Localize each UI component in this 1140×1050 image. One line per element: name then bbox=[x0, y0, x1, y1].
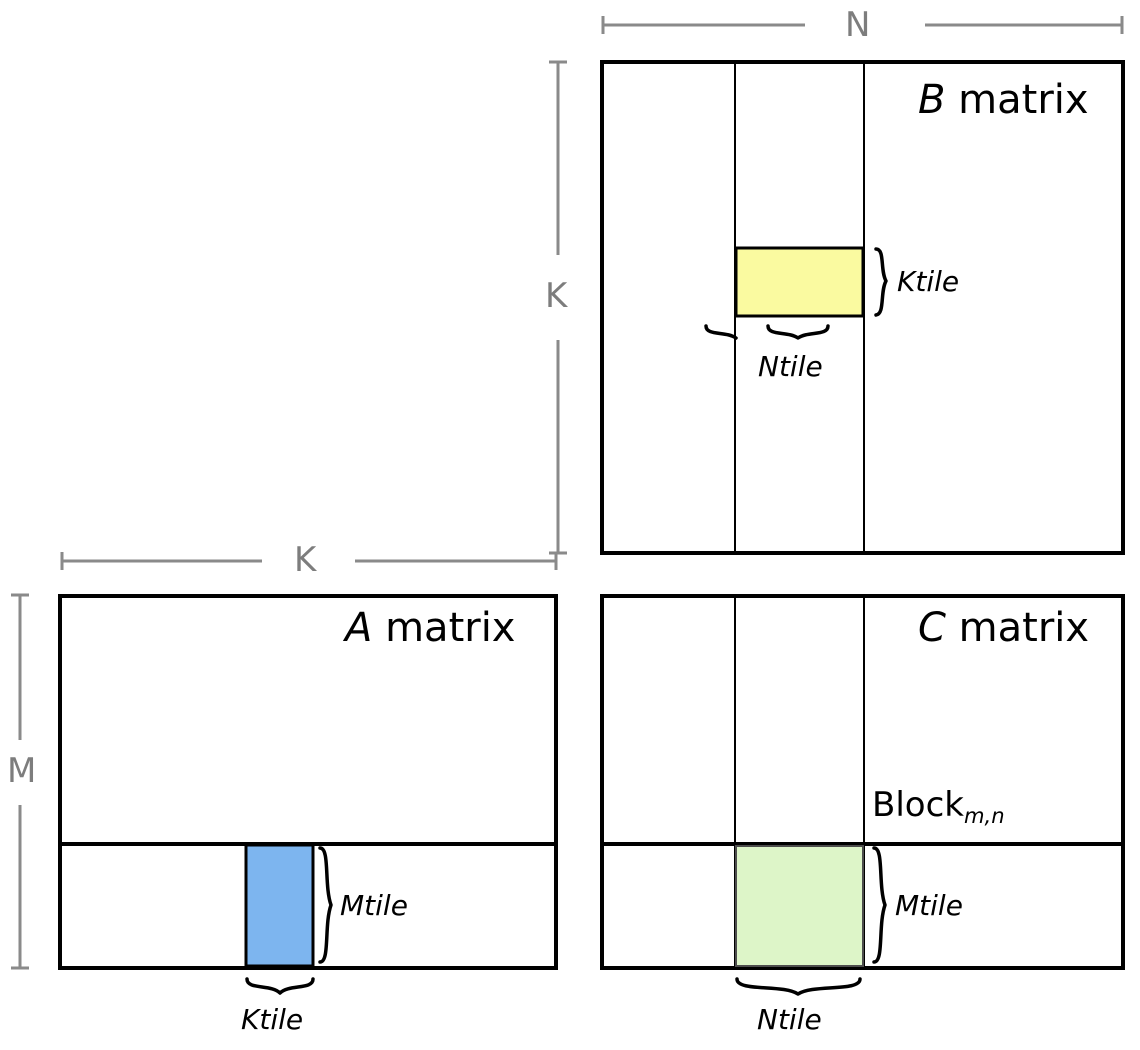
c-mtile-label: Mtile bbox=[895, 889, 963, 922]
a-matrix-title-var: A bbox=[345, 605, 373, 651]
dimension-n bbox=[601, 16, 1124, 34]
dimension-k-vertical bbox=[549, 60, 567, 555]
dimension-m bbox=[11, 593, 29, 970]
c-block-label-subscript: m,n bbox=[963, 802, 1005, 828]
c-matrix-title-var: C bbox=[918, 605, 946, 651]
matrix-c bbox=[600, 594, 1125, 970]
brace-b-ntile bbox=[704, 324, 830, 340]
matrix-a bbox=[58, 594, 558, 970]
c-block-label: Blockm,n bbox=[872, 785, 1005, 826]
b-matrix-title: B matrix bbox=[918, 80, 1089, 120]
dimension-label-k-horizontal: K bbox=[294, 540, 317, 580]
c-ntile-label: Ntile bbox=[757, 1003, 822, 1036]
brace-a-mtile bbox=[318, 846, 333, 964]
b-ktile-label: Ktile bbox=[897, 265, 960, 298]
c-matrix-title: C matrix bbox=[918, 608, 1089, 648]
matrix-b bbox=[600, 60, 1125, 555]
a-ktile-label: Ktile bbox=[241, 1003, 304, 1036]
a-matrix-title-rest: matrix bbox=[372, 605, 516, 651]
c-block-label-base: Block bbox=[872, 785, 964, 825]
a-mtile-label: Mtile bbox=[340, 889, 408, 922]
a-mtile-ktile-tile bbox=[244, 843, 315, 968]
dimension-label-m: M bbox=[7, 751, 37, 791]
brace-c-ntile bbox=[735, 977, 862, 996]
b-ktile-ntile-tile bbox=[734, 246, 865, 318]
dimension-label-n: N bbox=[845, 5, 871, 45]
dimension-k-horizontal bbox=[60, 552, 558, 570]
c-matrix-title-rest: matrix bbox=[945, 605, 1090, 651]
b-matrix-title-rest: matrix bbox=[945, 77, 1089, 123]
a-matrix-title: A matrix bbox=[345, 608, 515, 648]
b-matrix-title-var: B bbox=[918, 77, 946, 123]
brace-b-ktile bbox=[874, 247, 888, 317]
brace-a-ktile bbox=[245, 977, 315, 995]
brace-c-mtile bbox=[872, 846, 887, 964]
dimension-label-k-vertical: K bbox=[545, 276, 568, 316]
c-mtile-ntile-tile bbox=[735, 845, 864, 967]
b-ntile-label: Ntile bbox=[758, 350, 823, 383]
